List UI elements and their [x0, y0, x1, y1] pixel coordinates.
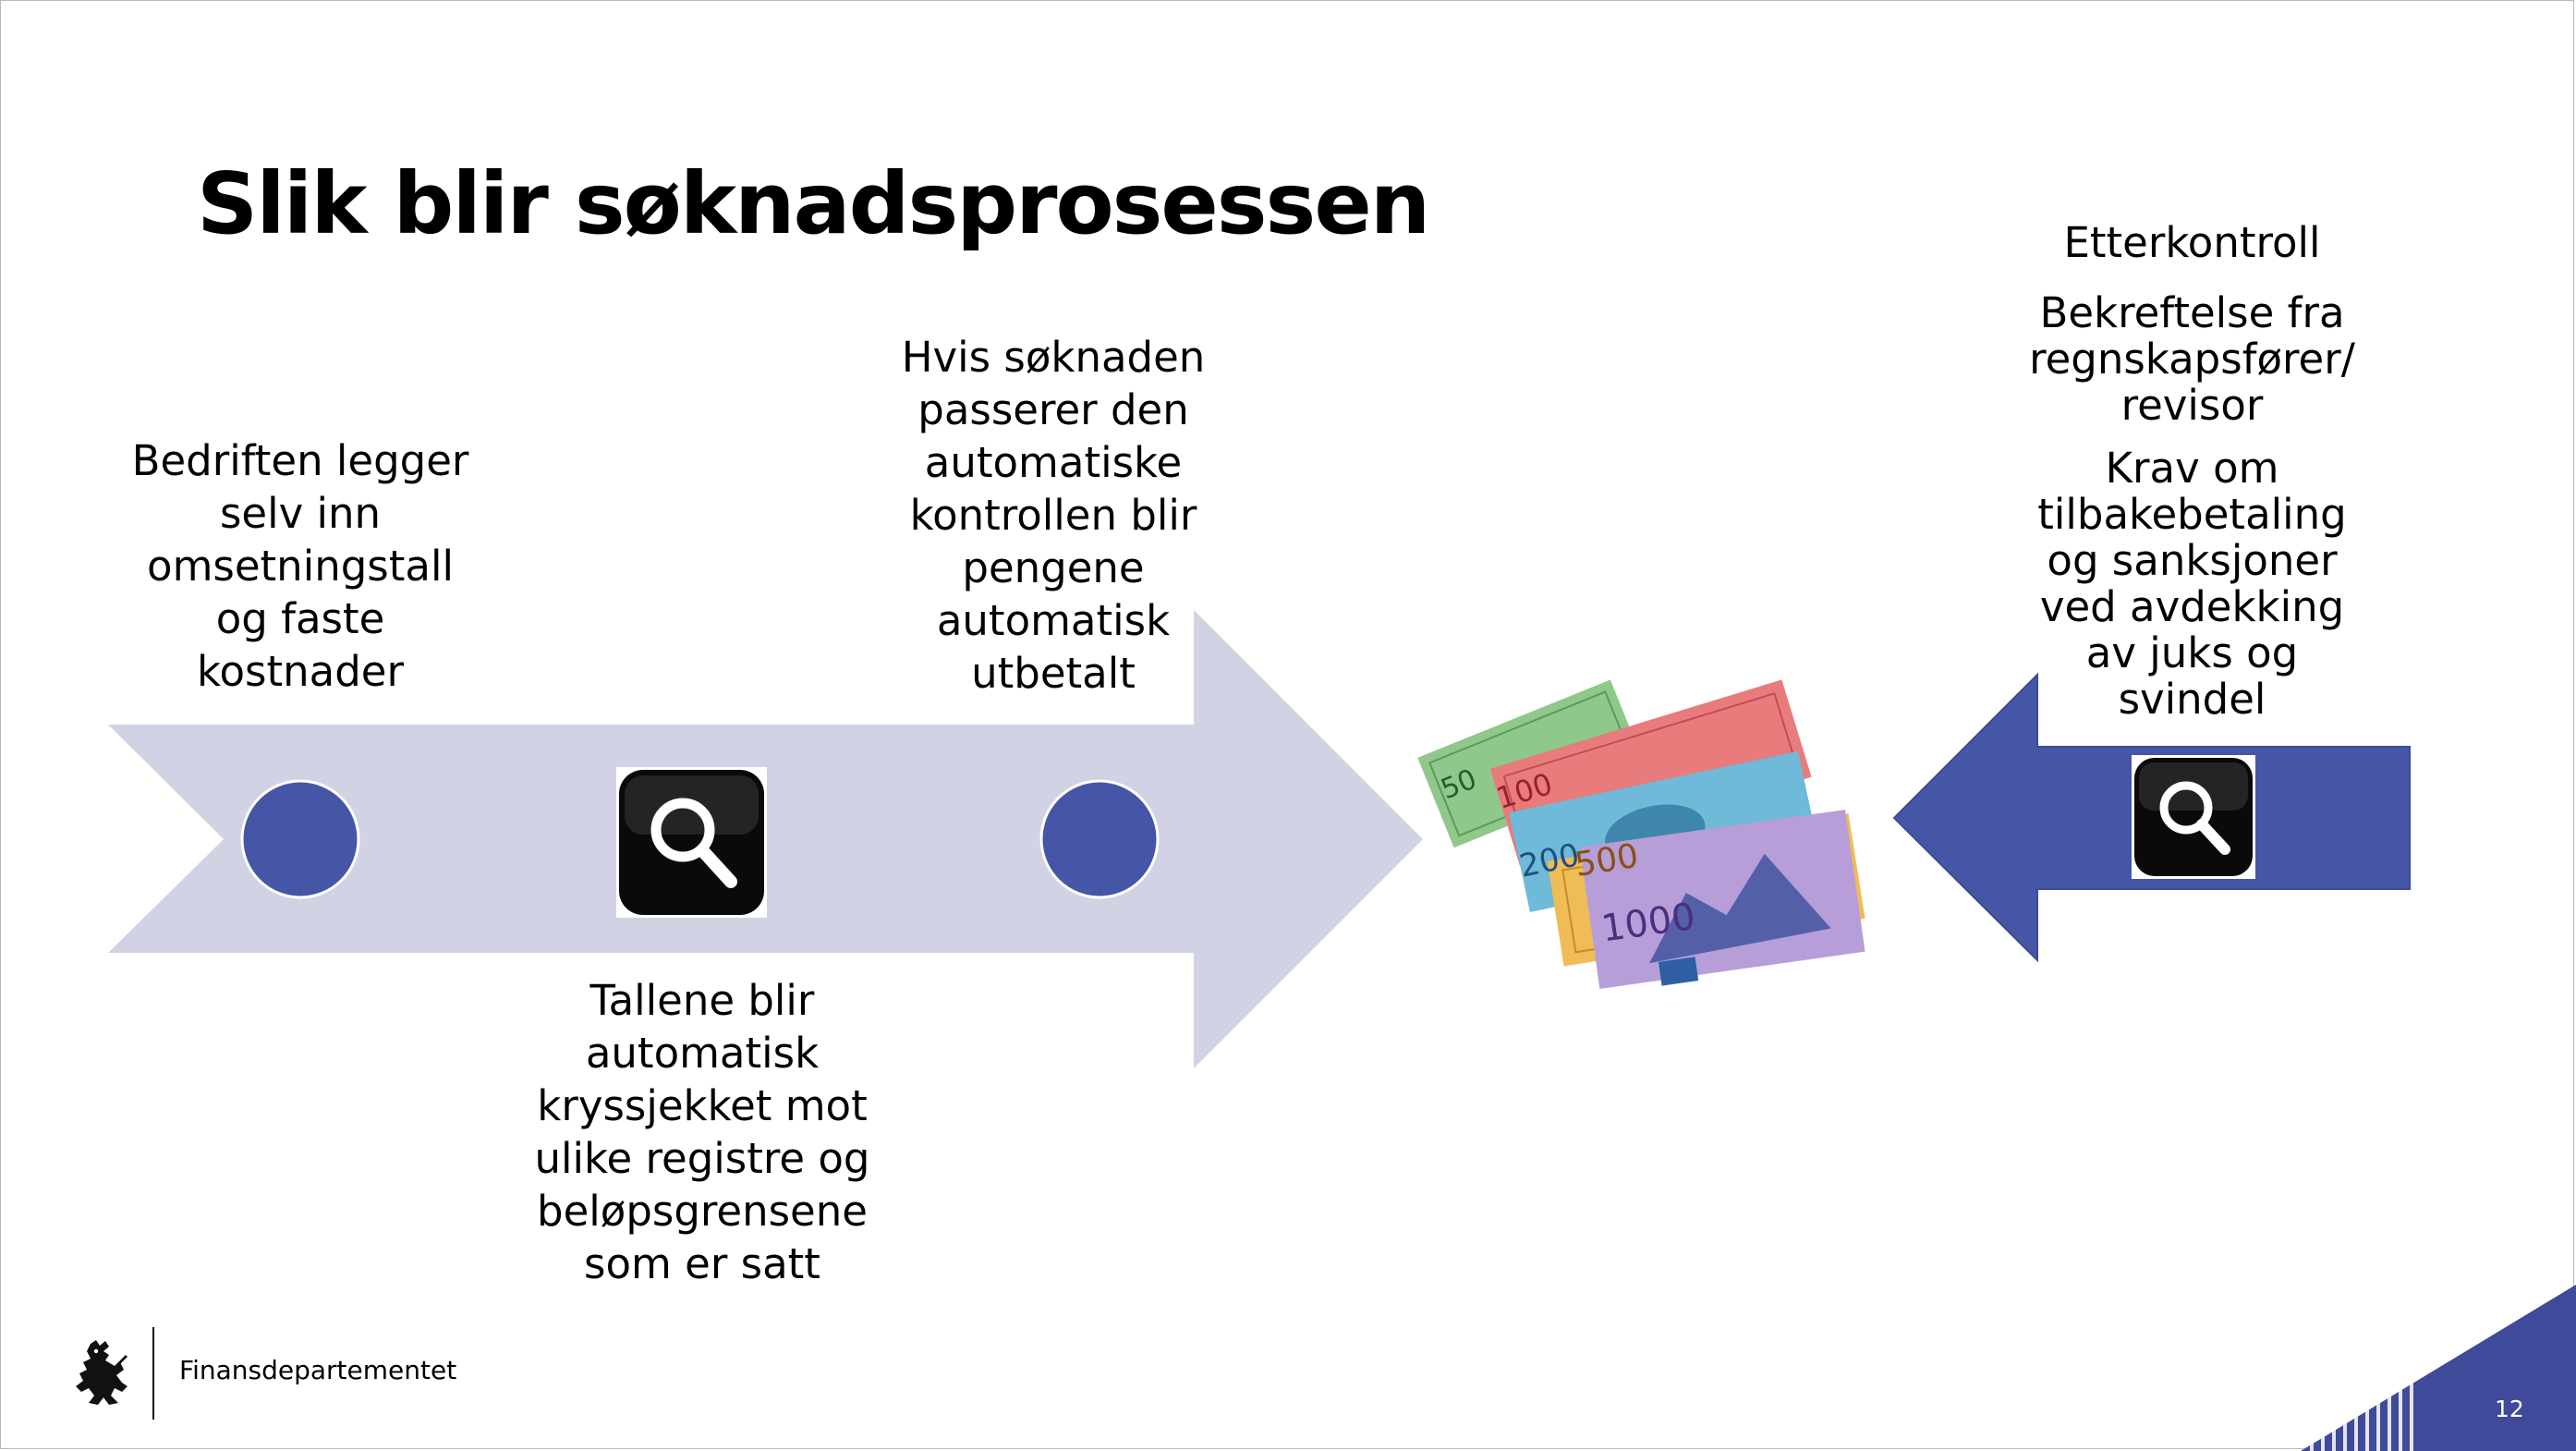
banknote-1000	[1579, 810, 1865, 989]
step-2-text: Tallene blir automatisk kryssjekket mot …	[534, 976, 870, 1288]
magnifier-icon	[616, 767, 767, 918]
step-node-1	[240, 779, 360, 899]
step-3-text: Hvis søknaden passerer den automatiske k…	[901, 333, 1206, 698]
after-control-item-1: Bekreftelse fra regnskapsfører/ revisor	[2029, 288, 2355, 430]
footer-divider	[152, 1327, 154, 1420]
banknotes-image: 50 100 200 500 1000	[1417, 679, 1865, 989]
step-1-text: Bedriften legger selv inn omsetningstall…	[131, 436, 469, 696]
page-number: 12	[2495, 1396, 2524, 1422]
footer-label: Finansdepartementet	[179, 1355, 457, 1385]
after-control-text: Etterkontroll Bekreftelse fra regnskapsf…	[1996, 220, 2388, 739]
corner-decoration	[2301, 1285, 2576, 1451]
after-control-magnifier-icon	[2132, 755, 2255, 879]
lion-coat-of-arms-icon	[76, 1340, 128, 1405]
step-node-3	[1039, 779, 1160, 899]
after-control-item-2: Krav om tilbakebetaling og sanksjoner ve…	[2037, 444, 2347, 724]
slide-title: Slik blir søknadsprosessen	[197, 154, 1430, 253]
after-control-heading: Etterkontroll	[2063, 218, 2321, 267]
